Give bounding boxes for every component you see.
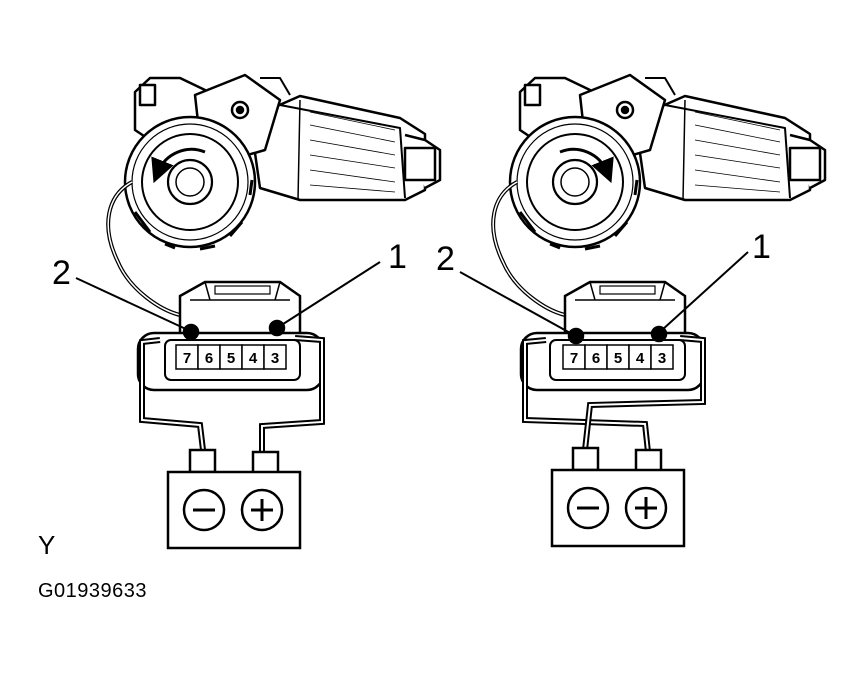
callout-leaders-left [75,261,381,331]
motor-assembly-right [491,73,827,317]
battery-left [166,448,302,550]
motor-assembly-left [106,73,442,317]
connector-left: 7 6 5 4 3 [136,280,325,392]
connector-right: 7 6 5 4 3 [519,280,706,392]
pin-label-4: 4 [636,350,645,367]
callout-2-left: 2 [52,254,71,292]
pin-label-4: 4 [249,350,258,367]
pin-label-7: 7 [570,350,578,367]
pin-row-right [562,344,674,370]
motor-body-left [248,94,442,202]
pin-label-3: 3 [658,350,666,367]
figure-id-label: G01939633 [38,580,148,602]
pin-label-5: 5 [227,350,235,367]
rotation-arrow-cw-right [559,147,614,184]
gear-housing-left [123,115,257,251]
callout-leaders-right [459,251,749,335]
callout-1-right: 1 [752,228,771,266]
pin-label-7: 7 [183,350,191,367]
pin-label-3: 3 [271,350,279,367]
gear-housing-right [508,115,642,251]
callout-1-left: 1 [388,238,407,276]
pin-label-5: 5 [614,350,622,367]
pin-label-6: 6 [205,350,213,367]
motor-body-right [633,94,827,202]
rotation-arrow-ccw-left [151,147,206,184]
callout-2-right: 2 [436,240,455,278]
pin-row-left [175,344,287,370]
test-leads-right [522,335,706,453]
terminal-probe-2-right [567,327,585,345]
test-leads-left [139,335,325,452]
terminal-probe-1-left [268,319,286,337]
view-letter-label: Y [38,530,56,560]
pin-label-6: 6 [592,350,600,367]
terminal-probe-2-left [182,323,200,341]
battery-right [550,446,686,548]
